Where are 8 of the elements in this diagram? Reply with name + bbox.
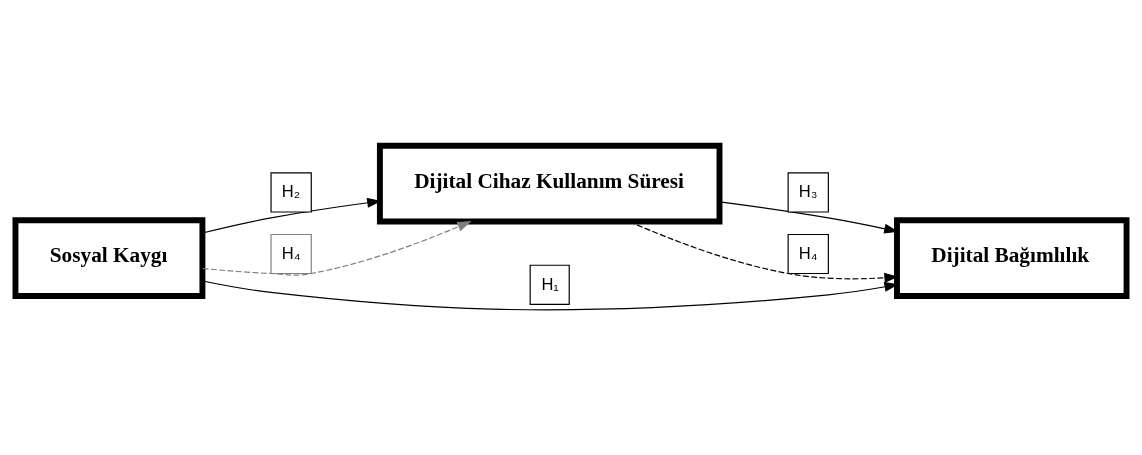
node-box: Dijital Cihaz Kullanım Süresi xyxy=(376,142,723,224)
edge-label: H₁ xyxy=(541,274,559,294)
edge-label: H₂ xyxy=(281,181,301,201)
edge-label: H₄ xyxy=(798,243,818,263)
edge-label: H₄ xyxy=(281,243,301,263)
node-box: Sosyal Kaygı xyxy=(12,216,206,299)
node-box: Dijital Bağımlılık xyxy=(894,216,1130,299)
edge-label: H₃ xyxy=(798,181,818,201)
